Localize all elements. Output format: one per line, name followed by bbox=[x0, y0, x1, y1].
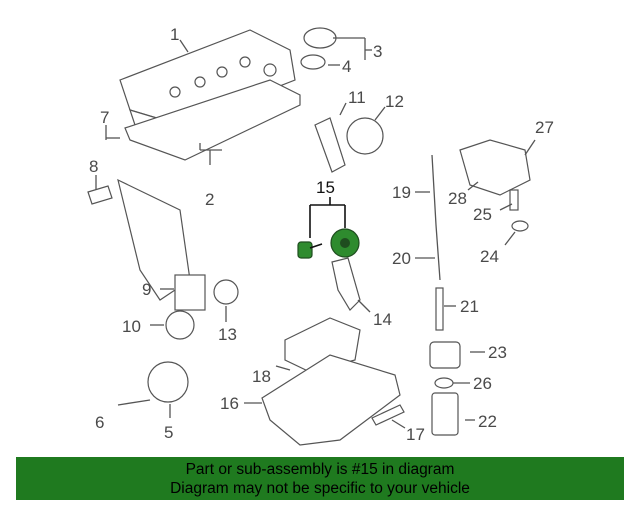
callout-15: 15 bbox=[316, 178, 335, 197]
dipstick-19[interactable] bbox=[431, 154, 441, 281]
camshaft-gear[interactable] bbox=[346, 117, 384, 155]
part-24-oring[interactable] bbox=[511, 220, 529, 232]
part-26-seal[interactable] bbox=[434, 377, 454, 389]
oil-pan[interactable] bbox=[261, 354, 401, 446]
callout-2: 2 bbox=[205, 190, 214, 209]
callout-7: 7 bbox=[100, 108, 109, 127]
callout-20: 20 bbox=[392, 249, 411, 268]
part-17-sealant[interactable] bbox=[371, 404, 405, 426]
dipstick-tube-21[interactable] bbox=[435, 287, 444, 331]
callout-21: 21 bbox=[460, 297, 479, 316]
callout-28: 28 bbox=[448, 189, 467, 208]
callout-1: 1 bbox=[170, 25, 179, 44]
parts-diagram: 1 2 3 4 5 6 7 8 9 10 11 12 13 15 14 16 1… bbox=[87, 25, 554, 446]
callout-23: 23 bbox=[488, 343, 507, 362]
part-10-pulley[interactable] bbox=[165, 310, 195, 340]
callout-16: 16 bbox=[220, 394, 239, 413]
oil-filler-cap[interactable] bbox=[300, 27, 337, 70]
callout-4: 4 bbox=[342, 57, 351, 76]
callout-numbers: 1 2 3 4 5 6 7 8 9 10 11 12 13 15 14 16 1… bbox=[89, 25, 554, 444]
banner-line-1: Part or sub-assembly is #15 in diagram bbox=[185, 461, 455, 478]
part-15-leader bbox=[309, 197, 346, 238]
timing-belt[interactable] bbox=[314, 117, 346, 173]
info-banner: Part or sub-assembly is #15 in diagram D… bbox=[16, 457, 624, 500]
callout-10: 10 bbox=[122, 317, 141, 336]
callout-13: 13 bbox=[218, 325, 237, 344]
callout-18: 18 bbox=[252, 367, 271, 386]
part-13-sprocket[interactable] bbox=[213, 279, 239, 305]
leader-lines bbox=[95, 37, 536, 429]
callout-12: 12 bbox=[385, 92, 404, 111]
part-23-filter-housing[interactable] bbox=[429, 341, 461, 369]
callout-5: 5 bbox=[164, 423, 173, 442]
part-15-tensioner-assembly[interactable] bbox=[297, 228, 360, 259]
callout-17: 17 bbox=[406, 425, 425, 444]
part-5-crank-pulley[interactable] bbox=[147, 361, 189, 403]
bracket-14[interactable] bbox=[331, 257, 361, 311]
callout-25: 25 bbox=[473, 205, 492, 224]
valve-cover-gasket[interactable] bbox=[124, 79, 301, 161]
part-28-pump[interactable] bbox=[459, 139, 531, 196]
callout-3: 3 bbox=[373, 42, 382, 61]
callout-22: 22 bbox=[478, 412, 497, 431]
part-22-oil-filter[interactable] bbox=[431, 392, 459, 436]
part-25-spring[interactable] bbox=[509, 189, 519, 211]
callout-27: 27 bbox=[535, 118, 554, 137]
callout-26: 26 bbox=[473, 374, 492, 393]
callout-6: 6 bbox=[95, 413, 104, 432]
callout-19: 19 bbox=[392, 183, 411, 202]
part-9[interactable] bbox=[174, 274, 206, 311]
cover-bracket[interactable] bbox=[87, 185, 113, 205]
callout-8: 8 bbox=[89, 157, 98, 176]
callout-9: 9 bbox=[142, 280, 151, 299]
callout-14: 14 bbox=[373, 310, 392, 329]
callout-11: 11 bbox=[348, 88, 366, 107]
callout-24: 24 bbox=[480, 247, 499, 266]
banner-line-2: Diagram may not be specific to your vehi… bbox=[170, 480, 470, 497]
part-6-bolt[interactable] bbox=[117, 399, 151, 406]
